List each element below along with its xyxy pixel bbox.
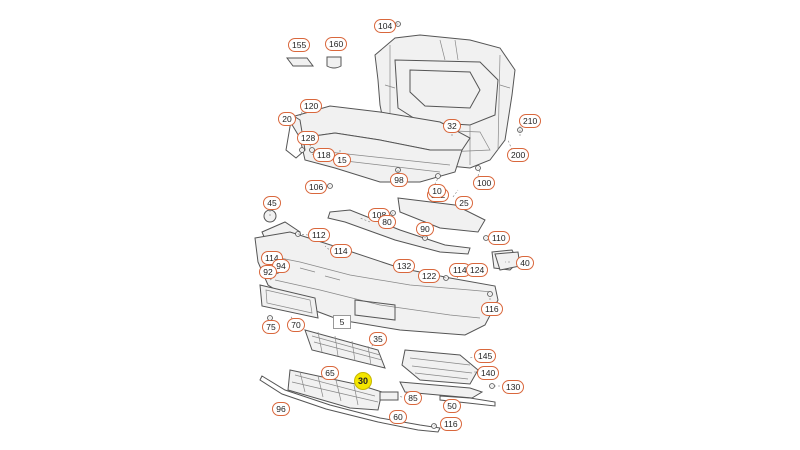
callout-60[interactable]: 60 [389, 410, 407, 424]
callout-106[interactable]: 106 [305, 180, 328, 194]
side-trim-strip [439, 395, 496, 407]
pad-155 [286, 57, 314, 67]
right-side-grille [401, 349, 479, 385]
callout-210[interactable]: 210 [519, 114, 542, 128]
callout-118[interactable]: 118 [313, 148, 335, 162]
grille-trim [399, 381, 484, 399]
callout-110[interactable]: 110 [488, 231, 510, 245]
callout-65[interactable]: 65 [321, 366, 339, 380]
callout-116-b[interactable]: 116 [440, 417, 462, 431]
callout-10[interactable]: 10 [428, 184, 446, 198]
callout-5[interactable]: 5 [333, 315, 351, 329]
callout-112[interactable]: 112 [308, 228, 330, 242]
callout-116-a[interactable]: 116 [481, 302, 503, 316]
callout-114-a[interactable]: 114 [330, 244, 352, 258]
callout-45[interactable]: 45 [263, 196, 281, 210]
callout-155[interactable]: 155 [288, 38, 311, 52]
callout-128[interactable]: 128 [297, 131, 320, 145]
callout-30-highlighted[interactable]: 30 [354, 372, 372, 390]
small-cover [379, 391, 399, 401]
callout-20[interactable]: 20 [278, 112, 296, 126]
callout-85[interactable]: 85 [404, 391, 422, 405]
center-grille [304, 329, 386, 369]
callout-145[interactable]: 145 [474, 349, 497, 363]
license-plate-holder [259, 284, 319, 319]
callout-70[interactable]: 70 [287, 318, 305, 332]
callout-100[interactable]: 100 [473, 176, 496, 190]
callout-104[interactable]: 104 [374, 19, 397, 33]
callout-200[interactable]: 200 [507, 148, 530, 162]
lower-spoiler [259, 375, 441, 433]
callout-90[interactable]: 90 [416, 222, 434, 236]
callout-92[interactable]: 92 [259, 265, 277, 279]
callout-80[interactable]: 80 [378, 215, 396, 229]
callout-35[interactable]: 35 [369, 332, 387, 346]
callout-96[interactable]: 96 [272, 402, 290, 416]
callout-40[interactable]: 40 [516, 256, 534, 270]
callout-15[interactable]: 15 [333, 153, 351, 167]
callout-122[interactable]: 122 [418, 269, 441, 283]
callout-130[interactable]: 130 [502, 380, 525, 394]
callout-32[interactable]: 32 [443, 119, 461, 133]
cap-160 [326, 56, 342, 69]
callout-114-c[interactable]: 114 [449, 263, 471, 277]
callout-124[interactable]: 124 [466, 263, 489, 277]
callout-50[interactable]: 50 [443, 399, 461, 413]
callout-120[interactable]: 120 [300, 99, 323, 113]
callout-132[interactable]: 132 [393, 259, 416, 273]
callout-75[interactable]: 75 [262, 320, 280, 334]
callout-140[interactable]: 140 [477, 366, 500, 380]
callout-25[interactable]: 25 [455, 196, 473, 210]
callout-160[interactable]: 160 [325, 37, 348, 51]
callout-98[interactable]: 98 [390, 173, 408, 187]
